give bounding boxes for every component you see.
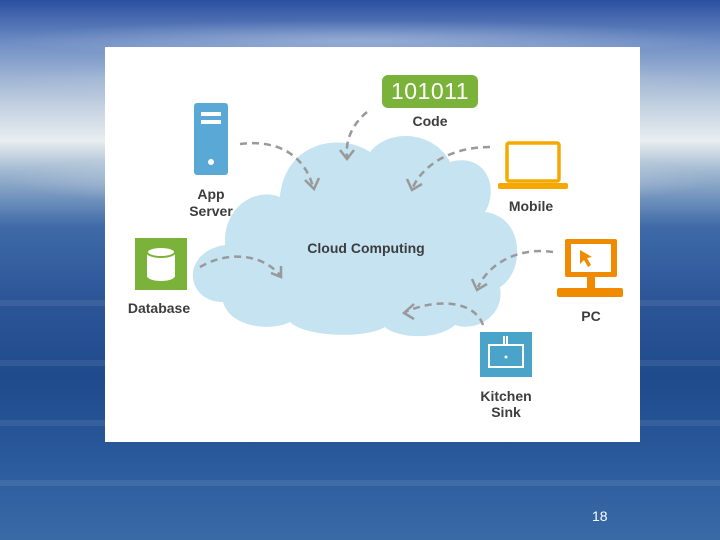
cloud-computing-diagram: 101011 Code App Server Mobile Cloud Comp… bbox=[105, 47, 640, 442]
arrow-mobile bbox=[411, 145, 491, 188]
app-server-label-line2: Server bbox=[189, 203, 233, 219]
code-badge: 101011 bbox=[382, 75, 478, 108]
mobile-icon bbox=[498, 141, 568, 189]
arrowhead-database bbox=[270, 266, 283, 279]
pc-icon bbox=[557, 239, 623, 297]
arrowheads bbox=[270, 149, 488, 321]
arrowhead-kitchen-sink bbox=[401, 303, 415, 321]
arrowhead-code bbox=[339, 149, 355, 162]
pc-label: PC bbox=[581, 308, 601, 324]
app-server-label-line1: App bbox=[197, 186, 225, 202]
sea-wave bbox=[0, 480, 720, 486]
arrow-code bbox=[345, 111, 368, 158]
app-server-icon bbox=[194, 103, 228, 175]
database-icon bbox=[135, 238, 187, 290]
arrowhead-mobile bbox=[405, 178, 423, 192]
arrowhead-pc bbox=[470, 278, 488, 292]
code-label: Code bbox=[412, 113, 448, 129]
kitchen-sink-label-line2: Sink bbox=[491, 404, 521, 420]
kitchen-sink-icon bbox=[480, 332, 532, 377]
kitchen-sink-label-line1: Kitchen bbox=[480, 388, 532, 404]
arrow-database bbox=[199, 255, 281, 276]
arrow-app-server bbox=[239, 141, 315, 188]
arrowhead-app-server bbox=[304, 177, 321, 192]
cloud-shape bbox=[192, 135, 518, 337]
slide-page-number: 18 bbox=[592, 508, 608, 524]
arrow-kitchen-sink bbox=[404, 302, 485, 326]
database-label: Database bbox=[127, 300, 191, 316]
arrows bbox=[199, 111, 554, 326]
diagram-canvas bbox=[135, 103, 623, 377]
mobile-label: Mobile bbox=[508, 198, 554, 214]
cloud-computing-label: Cloud Computing bbox=[307, 240, 425, 256]
